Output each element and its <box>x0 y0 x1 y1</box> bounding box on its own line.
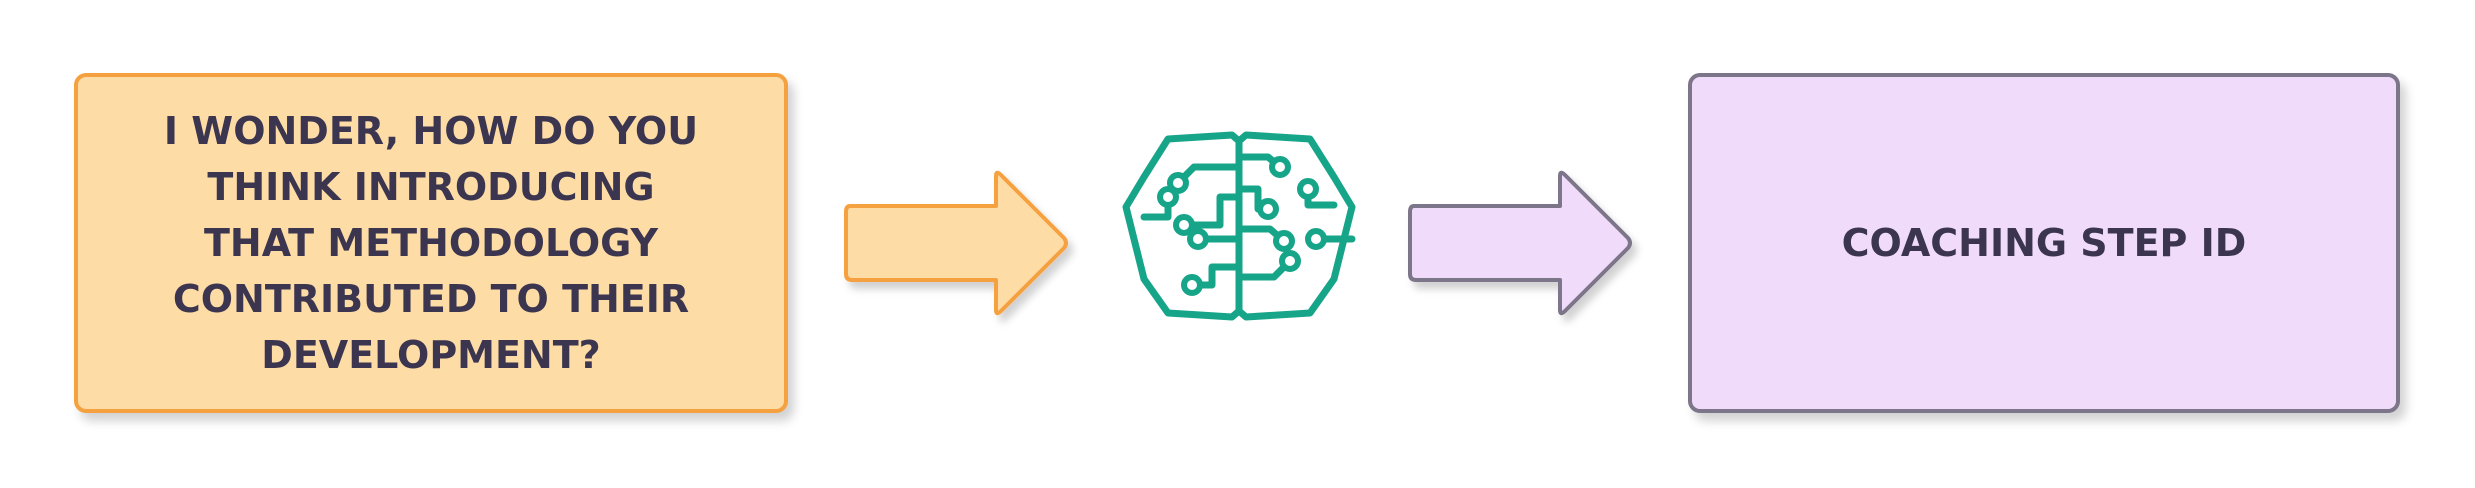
output-label-box: COACHING STEP ID <box>1688 73 2400 413</box>
input-utterance-text: I WONDER, HOW DO YOU THINK INTRODUCING T… <box>163 109 699 377</box>
right-arrow-icon <box>1408 170 1632 316</box>
input-utterance-box: I WONDER, HOW DO YOU THINK INTRODUCING T… <box>74 73 788 413</box>
brain-circuit-icon <box>1122 131 1356 321</box>
right-arrow-icon <box>844 170 1068 316</box>
output-label-text: COACHING STEP ID <box>1841 221 2247 265</box>
